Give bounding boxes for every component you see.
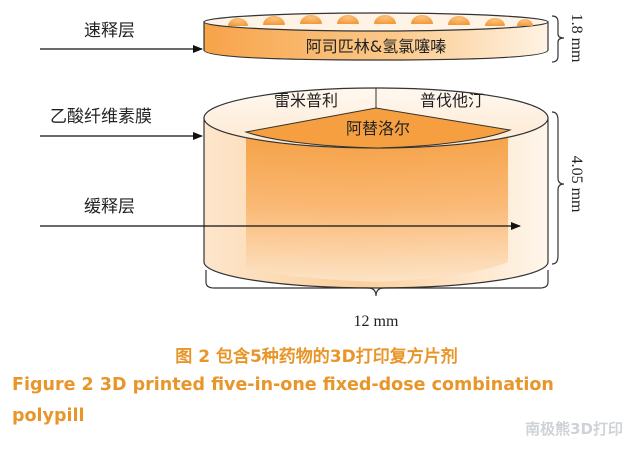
fast-layer-drugs-label: 阿司匹林&氢氯噻嗪 [306,37,446,56]
slow-release-cylinder: 雷米普利 普伐他汀 阿替洛尔 [203,87,549,289]
caption-english-line2: polypill [12,406,85,426]
atenolol-label: 阿替洛尔 [346,119,410,138]
pravastatin-label: 普伐他汀 [420,91,484,110]
caption-chinese: 图 2 包含5种药物的3D打印复方片剂 [175,347,458,367]
slow-layer-height-label: 4.05 mm [568,156,585,213]
cellulose-membrane-label: 乙酸纤维素膜 [50,107,152,127]
fast-release-disc: 阿司匹林&氢氯噻嗪 [203,12,549,61]
granule-bumps [228,15,533,26]
caption-english-line1: Figure 2 3D printed five-in-one fixed-do… [12,375,554,395]
slow-release-layer-label: 缓释层 [84,197,135,217]
fast-release-layer-label: 速释层 [84,21,135,41]
fast-layer-height-label: 1.8 mm [568,14,585,63]
ramipril-label: 雷米普利 [274,91,338,110]
diameter-brace [205,270,549,297]
watermark: 南极熊3D打印 [525,420,623,438]
fast-layer-height-brace [551,15,565,63]
atenolol-compartment-side [246,132,508,282]
slow-layer-height-brace [551,111,565,265]
atenolol-compartment-top [244,107,512,149]
diameter-label: 12 mm [354,313,399,330]
